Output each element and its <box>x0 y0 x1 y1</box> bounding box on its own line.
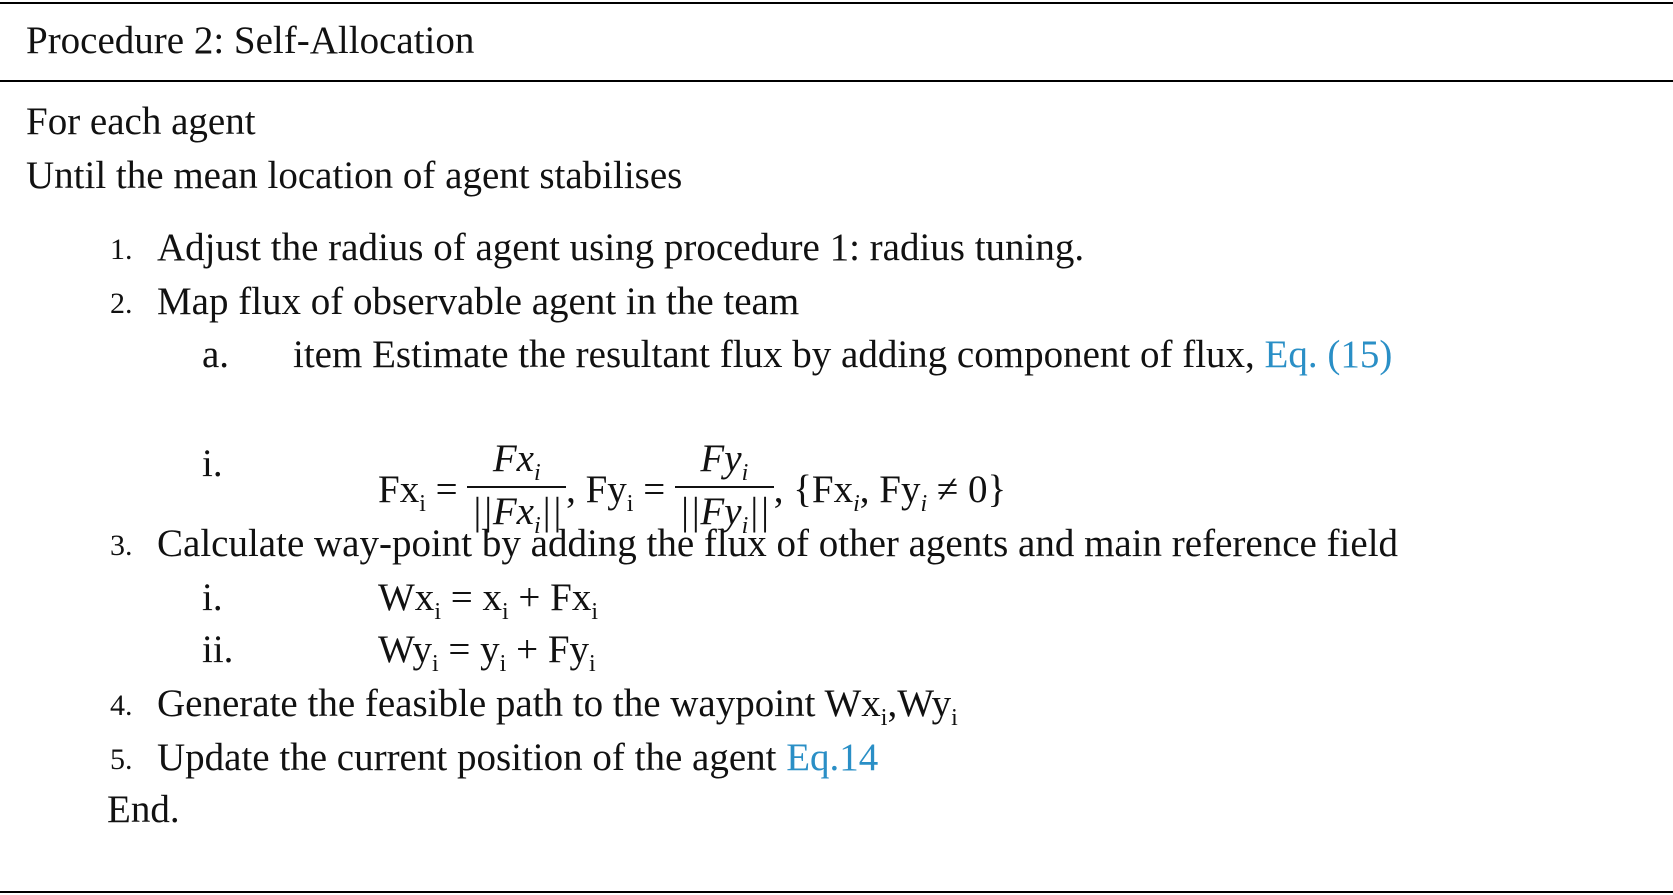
step-3i-label: i. <box>202 576 223 619</box>
fraction-fy: Fyi||Fyi|| <box>674 437 774 541</box>
step-3-number: 3. <box>110 529 133 562</box>
intro-line-2: Until the mean location of agent stabili… <box>26 154 683 197</box>
step-2a-label: a. <box>202 333 230 376</box>
step-3-text: Calculate way-point by adding the flux o… <box>157 522 1399 565</box>
fraction-fx: Fxi||Fxi|| <box>467 437 567 541</box>
procedure-title: Procedure 2: Self-Allocation <box>26 19 475 62</box>
step-2a-body: item Estimate the resultant flux by addi… <box>293 333 1255 376</box>
eq-15-link[interactable]: Eq. (15) <box>1264 333 1393 376</box>
wy-equation: Wyi = yi + Fyi <box>378 628 596 677</box>
end-label: End. <box>107 788 180 831</box>
step-1-text: Adjust the radius of agent using procedu… <box>157 226 1085 269</box>
step-2i-label: i. <box>202 442 223 485</box>
step-2-number: 2. <box>110 287 133 320</box>
step-2-text: Map flux of observable agent in the team <box>157 280 800 323</box>
flux-equation: Fxi = Fxi||Fxi||, Fyi = Fyi||Fyi||, {Fxi… <box>378 437 1007 539</box>
wx-equation: Wxi = xi + Fxi <box>378 576 599 625</box>
bottom-rule <box>0 891 1673 893</box>
step-5-number: 5. <box>110 743 133 776</box>
step-3ii-label: ii. <box>202 628 234 671</box>
intro-line-1: For each agent <box>26 100 256 143</box>
step-4-text: Generate the feasible path to the waypoi… <box>157 682 958 731</box>
step-1-number: 1. <box>110 233 133 266</box>
top-rule <box>0 2 1673 4</box>
step-4-number: 4. <box>110 689 133 722</box>
eq-14-link[interactable]: Eq.14 <box>786 736 879 779</box>
step-2a-text: item Estimate the resultant flux by addi… <box>293 332 1392 378</box>
header-rule <box>0 80 1673 82</box>
step-5-text: Update the current position of the agent… <box>157 736 879 779</box>
